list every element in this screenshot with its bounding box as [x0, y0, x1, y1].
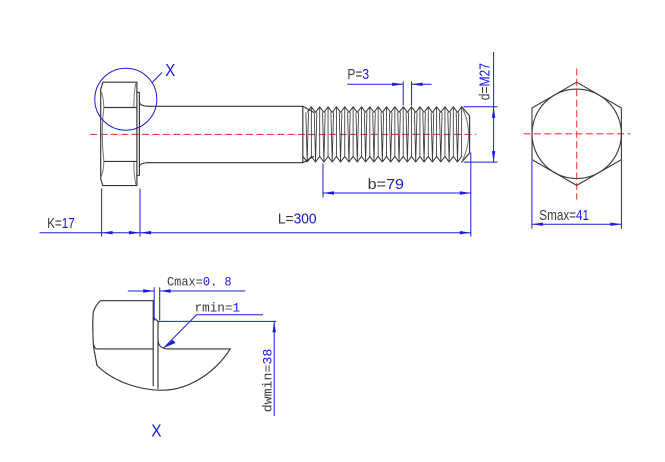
svg-text:79: 79	[386, 176, 404, 193]
svg-text:3: 3	[362, 66, 369, 83]
svg-text:300: 300	[294, 210, 317, 227]
svg-text:41: 41	[576, 207, 589, 224]
svg-text:d=: d=	[476, 86, 493, 100]
svg-text:b=: b=	[368, 176, 387, 193]
svg-text:Cmax=: Cmax=	[167, 274, 203, 289]
svg-text:dwmin=: dwmin=	[260, 365, 275, 413]
svg-text:P=: P=	[347, 66, 362, 83]
svg-text:0. 8: 0. 8	[203, 274, 232, 289]
svg-text:X: X	[165, 60, 175, 80]
svg-text:L=: L=	[278, 210, 294, 227]
svg-text:X: X	[151, 420, 162, 440]
svg-text:Smax=: Smax=	[539, 207, 576, 224]
svg-text:rmin=: rmin=	[195, 301, 233, 316]
svg-text:K=: K=	[47, 215, 62, 232]
svg-text:38: 38	[260, 349, 275, 365]
svg-text:17: 17	[62, 215, 75, 232]
svg-text:1: 1	[233, 301, 241, 316]
svg-text:M27: M27	[476, 63, 493, 86]
